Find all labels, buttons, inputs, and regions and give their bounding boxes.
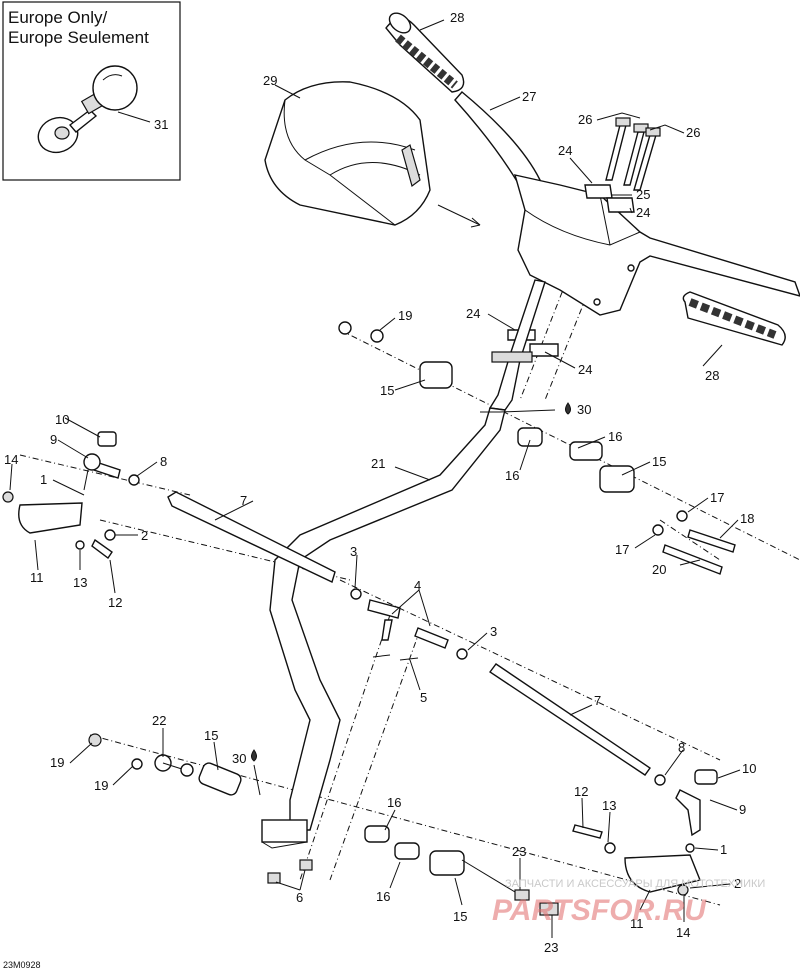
callout-18: 18 — [740, 511, 754, 526]
callout-28-right: 28 — [705, 368, 719, 383]
callout-31: 31 — [154, 117, 168, 132]
callout-16-lower-b: 16 — [376, 889, 390, 904]
grip-top — [385, 12, 465, 93]
callout-30-top: 30 — [577, 402, 591, 417]
upper-steering-linkage — [338, 321, 635, 493]
callout-20: 20 — [652, 562, 666, 577]
callout-21: 21 — [371, 456, 385, 471]
steering-column — [261, 279, 546, 849]
callout-23-top: 23 — [512, 844, 526, 859]
callout-15-right: 15 — [652, 454, 666, 469]
callout-16-upper-a: 16 — [608, 429, 622, 444]
callout-7-right: 7 — [594, 693, 601, 708]
callout-1-right: 1 — [720, 842, 727, 857]
callout-30-lower: 30 — [232, 751, 246, 766]
callout-5: 5 — [420, 690, 427, 705]
callout-13-right: 13 — [602, 798, 616, 813]
callout-9-right: 9 — [739, 802, 746, 817]
callout-17-bottom: 17 — [615, 542, 629, 557]
callout-24-right: 24 — [578, 362, 592, 377]
callout-3-right: 3 — [490, 624, 497, 639]
callout-15-top: 15 — [380, 383, 394, 398]
callout-7-left: 7 — [240, 493, 247, 508]
oil-drop-icon — [251, 402, 571, 762]
callout-14-right: 14 — [676, 925, 690, 940]
center-ball-joints — [350, 588, 468, 661]
nuts-6 — [267, 859, 313, 884]
callout-12-left: 12 — [108, 595, 122, 610]
callout-29: 29 — [263, 73, 277, 88]
watermark-tagline: ЗАПЧАСТИ И АКСЕССУАРЫ ДЛЯ МОТОТЕХНИКИ — [505, 878, 765, 890]
handlebar-pad — [264, 81, 431, 226]
leader-lines — [9, 19, 741, 938]
callout-6: 6 — [296, 890, 303, 905]
callout-25: 25 — [636, 187, 650, 202]
lower-steering-linkage — [154, 754, 559, 916]
callout-22: 22 — [152, 713, 166, 728]
inset-title-line2: Europe Seulement — [8, 28, 149, 47]
pad-direction-arrow — [437, 204, 481, 226]
watermark: ЗАПЧАСТИ И АКСЕССУАРЫ ДЛЯ МОТОТЕХНИКИ PA… — [492, 878, 765, 927]
callout-11-right: 11 — [630, 916, 644, 931]
handlebar — [454, 91, 800, 316]
watermark-logo: PARTSFOR.RU — [492, 894, 707, 927]
nuts-19-lower — [88, 733, 143, 770]
right-ball-joint — [572, 769, 718, 896]
tie-rods-7 — [167, 491, 651, 776]
callout-24-mid: 24 — [636, 205, 650, 220]
callout-labels: 28 27 29 26 26 24 25 24 24 24 28 19 15 3… — [4, 10, 756, 955]
callout-1-left: 1 — [40, 472, 47, 487]
callout-10-right: 10 — [742, 761, 756, 776]
callout-24-top: 24 — [558, 143, 572, 158]
bolts-18-20 — [652, 510, 736, 575]
left-ball-joint — [2, 431, 140, 560]
callout-24-left: 24 — [466, 306, 480, 321]
callout-16-upper-b: 16 — [505, 468, 519, 483]
callout-8-right: 8 — [678, 740, 685, 755]
callout-8-left: 8 — [160, 454, 167, 469]
callout-10-left: 10 — [55, 412, 69, 427]
callout-14-left: 14 — [4, 452, 18, 467]
horn-part — [37, 65, 138, 154]
callout-19-top: 19 — [398, 308, 412, 323]
callout-26-left: 26 — [578, 112, 592, 127]
callout-27: 27 — [522, 89, 536, 104]
europe-only-inset: Europe Only/ Europe Seulement 31 — [2, 1, 181, 181]
callout-4: 4 — [414, 578, 421, 593]
bolts-26 — [605, 117, 661, 191]
callout-2-left: 2 — [141, 528, 148, 543]
callout-26-right: 26 — [686, 125, 700, 140]
inset-title-line1: Europe Only/ — [8, 8, 107, 27]
clamps-24 — [507, 184, 635, 357]
callout-28-top: 28 — [450, 10, 464, 25]
callout-3-left: 3 — [350, 544, 357, 559]
callout-11-left: 11 — [30, 570, 44, 585]
callout-17-top: 17 — [710, 490, 724, 505]
callout-9-left: 9 — [50, 432, 57, 447]
callout-23-bottom: 23 — [544, 940, 558, 955]
callout-19-lower-b: 19 — [94, 778, 108, 793]
callout-13-left: 13 — [73, 575, 87, 590]
callout-15-lower-right: 15 — [453, 909, 467, 924]
callout-15-lower-left: 15 — [204, 728, 218, 743]
callout-2-right: 2 — [734, 876, 741, 891]
diagram-code: 23M0928 — [3, 960, 41, 970]
grip-right — [682, 291, 786, 346]
callout-16-lower-a: 16 — [387, 795, 401, 810]
callout-12-right: 12 — [574, 784, 588, 799]
callout-19-lower-a: 19 — [50, 755, 64, 770]
